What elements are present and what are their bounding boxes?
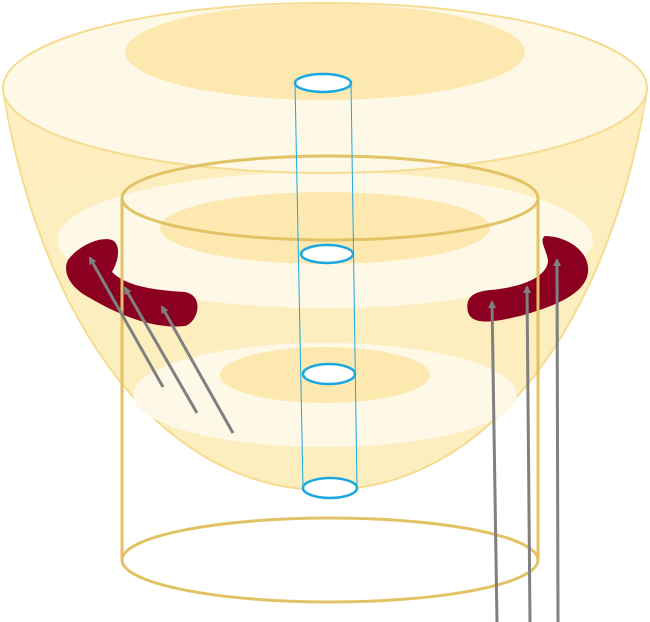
bowl-middle-core [160,192,490,264]
cylinder [120,154,540,604]
tube-ring-1 [293,72,353,94]
bowl-top-core [125,4,525,100]
arrows [88,256,562,622]
arrow-left-2 [123,286,199,414]
left-region [66,239,198,327]
arrow-left-3 [160,305,235,434]
arrow-right-2 [523,285,532,622]
arrow-right-3 [553,258,562,622]
tube-right-side [350,82,358,489]
tube-ring-2 [299,243,355,265]
tube-ring-4 [301,476,359,500]
tube-left-side [294,82,304,489]
tube-ring-3 [301,362,357,386]
cylinder-bottom [120,516,540,604]
arrow-right-1 [488,300,499,622]
arrow-left-1 [88,256,165,388]
tube [293,72,359,500]
